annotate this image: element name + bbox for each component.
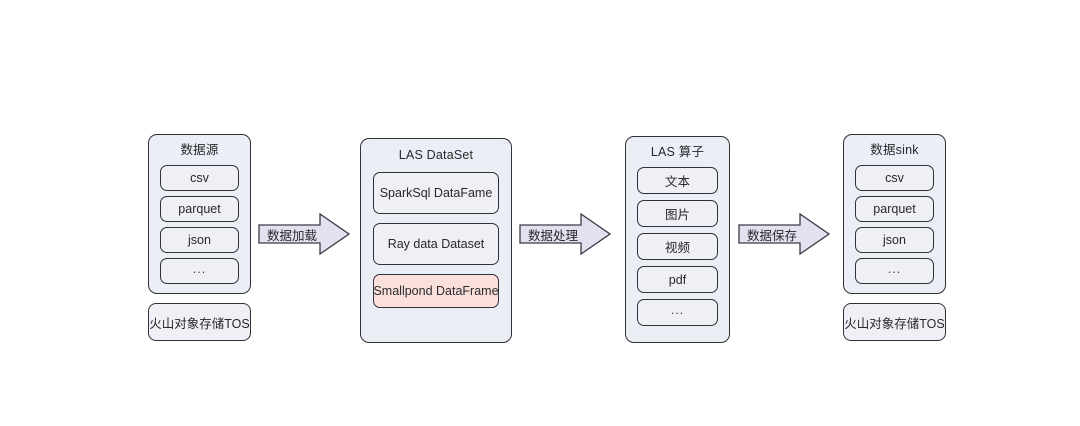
item-label: json xyxy=(188,233,211,247)
arrow-save-shape xyxy=(738,213,830,255)
item-label: ... xyxy=(192,261,207,276)
stage-dataset-box: LAS DataSet SparkSql DataFame Ray data D… xyxy=(360,138,512,343)
stage-source-box: 数据源 csv parquet json ... xyxy=(148,134,251,294)
item-label: 视频 xyxy=(664,241,690,255)
item-label: json xyxy=(883,233,906,247)
item-label: 图片 xyxy=(664,208,690,222)
item-label: ... xyxy=(670,303,685,318)
item-label: parquet xyxy=(873,202,916,216)
item-pdf[interactable]: pdf xyxy=(637,266,718,293)
item-json[interactable]: json xyxy=(160,227,239,253)
arrow-load: 数据加载 xyxy=(258,213,350,255)
item-video[interactable]: 视频 xyxy=(637,233,718,260)
item-parquet[interactable]: parquet xyxy=(855,196,934,222)
item-more[interactable]: ... xyxy=(637,299,718,326)
item-label: 文本 xyxy=(664,175,690,189)
item-sparksql-dataframe[interactable]: SparkSql DataFame xyxy=(373,172,499,214)
stage-dataset-items: SparkSql DataFame Ray data Dataset Small… xyxy=(361,172,511,342)
stage-operators-items: 文本 图片 视频 pdf ... xyxy=(626,167,729,342)
item-ray-data-dataset[interactable]: Ray data Dataset xyxy=(373,223,499,265)
item-csv[interactable]: csv xyxy=(160,165,239,191)
item-text[interactable]: 文本 xyxy=(637,167,718,194)
item-label: parquet xyxy=(178,202,221,216)
stage-sink-title: 数据sink xyxy=(870,143,919,157)
stage-sink-box: 数据sink csv parquet json ... xyxy=(843,134,946,294)
stage-operators-title: LAS 算子 xyxy=(650,145,705,159)
item-more[interactable]: ... xyxy=(160,258,239,284)
storage-box-source[interactable]: 火山对象存储TOS xyxy=(148,303,251,341)
item-label: csv xyxy=(190,171,209,185)
arrow-save: 数据保存 xyxy=(738,213,830,255)
storage-box-sink[interactable]: 火山对象存储TOS xyxy=(843,303,946,341)
item-json[interactable]: json xyxy=(855,227,934,253)
stage-dataset-title: LAS DataSet xyxy=(398,148,474,162)
arrow-process-shape xyxy=(519,213,611,255)
stage-source-title: 数据源 xyxy=(180,143,219,157)
stage-sink-items: csv parquet json ... xyxy=(844,165,945,293)
item-label: SparkSql DataFame xyxy=(379,186,493,200)
item-smallpond-dataframe[interactable]: Smallpond DataFrame xyxy=(373,274,499,308)
item-more[interactable]: ... xyxy=(855,258,934,284)
storage-label: 火山对象存储TOS xyxy=(844,316,945,331)
item-label: Smallpond DataFrame xyxy=(373,284,499,298)
item-label: Ray data Dataset xyxy=(387,237,485,251)
item-parquet[interactable]: parquet xyxy=(160,196,239,222)
stage-operators-box: LAS 算子 文本 图片 视频 pdf ... xyxy=(625,136,730,343)
arrow-load-shape xyxy=(258,213,350,255)
arrow-process: 数据处理 xyxy=(519,213,611,255)
storage-label: 火山对象存储TOS xyxy=(149,316,250,331)
item-label: csv xyxy=(885,171,904,185)
item-image[interactable]: 图片 xyxy=(637,200,718,227)
item-csv[interactable]: csv xyxy=(855,165,934,191)
item-label: pdf xyxy=(668,272,687,287)
item-label: ... xyxy=(887,261,902,276)
stage-source-items: csv parquet json ... xyxy=(149,165,250,293)
